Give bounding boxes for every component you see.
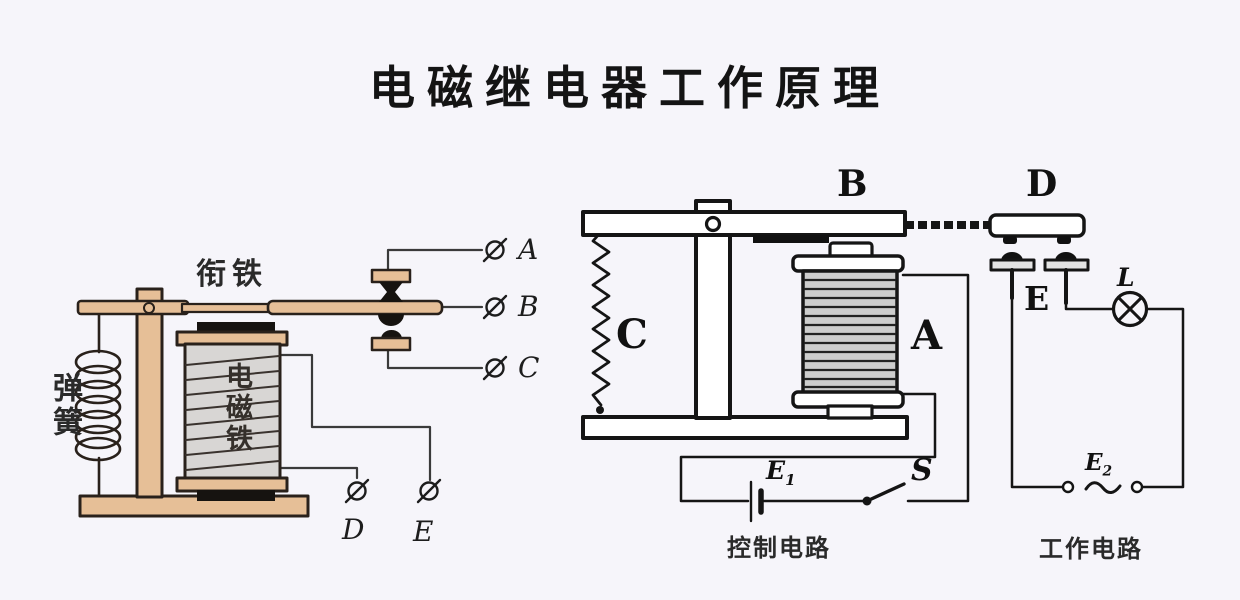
part-a-label: A [911, 312, 943, 359]
armature-plate [753, 235, 829, 243]
ac-source-symbol [1061, 480, 1144, 494]
right-spring [591, 225, 611, 414]
left-relay-diagram [74, 237, 508, 518]
terminal-d-symbol [344, 478, 370, 504]
left-pivot-dot [143, 302, 155, 314]
left-electromagnet [175, 322, 289, 501]
battery-label-base: E [766, 456, 786, 485]
terminal-a-label: A [518, 233, 539, 266]
upper-contact-bar [370, 268, 412, 284]
figure-title: 电磁继电器工作原理 [369, 61, 891, 115]
part-d-label: D [1026, 163, 1058, 205]
lower-contact-bar [370, 336, 412, 352]
fixed-contacts [989, 252, 1090, 305]
left-terminal-wires [278, 248, 484, 482]
battery-label-sub: 1 [785, 471, 796, 489]
moving-contact-left [1003, 236, 1017, 244]
left-armature-bar [76, 299, 444, 316]
right-relay-diagram [581, 199, 1185, 523]
electromagnet-label: 电磁铁 [221, 362, 252, 455]
switch-symbol [862, 482, 906, 506]
terminal-b-label: B [518, 290, 539, 323]
part-e-label: E [1024, 279, 1050, 318]
spring-label: 弹簧 [47, 372, 82, 440]
switch-label: S [911, 453, 933, 488]
battery-label: E1 [766, 456, 796, 489]
terminal-a-symbol [482, 237, 508, 263]
terminal-c-symbol [482, 355, 508, 381]
ac-source-label: E2 [1085, 449, 1112, 480]
closed-contact-points [379, 282, 403, 302]
ac-source-label-sub: 2 [1102, 463, 1113, 480]
right-coil [791, 241, 905, 420]
armature-label: 衔铁 [196, 257, 268, 292]
control-circuit-caption: 控制电路 [727, 534, 831, 562]
contact-bar-d [988, 213, 1086, 238]
left-terminal-symbols [344, 237, 508, 504]
part-c-label: C [616, 311, 648, 358]
lamp-symbol [1111, 290, 1149, 328]
right-post [694, 199, 732, 420]
pivot-hole [704, 215, 722, 233]
left-contacts [370, 268, 412, 352]
ac-source-label-base: E [1085, 449, 1103, 476]
control-circuit-wires [679, 273, 970, 503]
terminal-e-symbol [416, 478, 442, 504]
terminal-d-label: D [342, 513, 365, 546]
left-spring-coil [74, 312, 122, 498]
terminal-b-symbol [482, 294, 508, 320]
moving-contact-right [1057, 236, 1071, 244]
right-base [581, 415, 909, 440]
work-circuit-caption: 工作电路 [1039, 535, 1143, 563]
left-post [135, 287, 164, 499]
part-b-label: B [837, 163, 868, 205]
terminal-e-label: E [413, 515, 434, 548]
right-armature-bar [581, 210, 907, 237]
armature-lower-contact [378, 314, 404, 326]
terminal-c-label: C [518, 351, 540, 384]
lamp-label: L [1117, 263, 1135, 292]
battery-symbol [749, 480, 764, 523]
